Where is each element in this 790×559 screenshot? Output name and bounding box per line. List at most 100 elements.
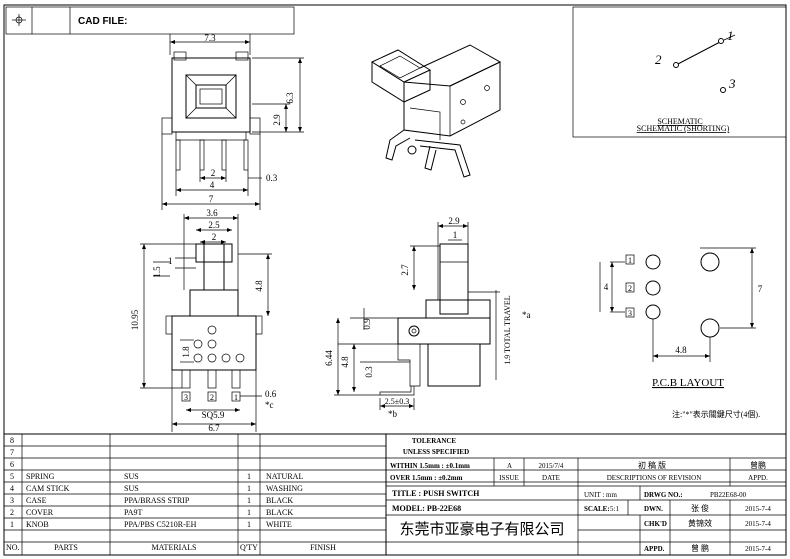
dim-side-inner: 1.8	[181, 346, 191, 358]
row-material: PA9T	[124, 508, 142, 517]
date-label: DATE	[542, 474, 560, 482]
schematic-symbol	[673, 34, 736, 93]
pcb-pin3: 3	[628, 309, 632, 318]
row-material: PPA/PBS C5210R-EH	[124, 520, 197, 529]
row-no: 1	[10, 520, 14, 529]
dwn-date: 2015-7-4	[745, 505, 771, 513]
dim-side-b: 2	[212, 232, 217, 242]
schematic-pin2: 2	[655, 52, 662, 67]
tolerance-over: OVER 1.5mm : ±0.2mm	[390, 474, 463, 482]
dim-side-left: 1.5	[152, 266, 162, 278]
drawing-no-label: DRWG NO.:	[644, 491, 683, 499]
schematic-label: SCHEMATIC	[657, 117, 702, 126]
dim-top-height: 6.3	[285, 92, 295, 104]
cad-file-label: CAD FILE:	[78, 16, 127, 27]
pcb-dim-7: 7	[758, 284, 763, 294]
title-label: TITLE : PUSH SWITCH	[392, 489, 480, 498]
dim-top-width: 7.3	[204, 33, 216, 43]
note-c: *c	[265, 400, 274, 410]
dim-front-03: 0.3	[364, 366, 374, 378]
company-name: 东莞市亚豪电子有限公司	[399, 520, 564, 538]
row-part: CASE	[26, 496, 47, 505]
row-finish: BLACK	[266, 496, 293, 505]
pcb-note: 注:"*"表示關鍵尺寸(4個).	[672, 409, 760, 419]
pcb-dim-4: 4	[604, 282, 609, 292]
side-pin1: 1	[234, 393, 238, 402]
drawing-no: PB22E68-00	[710, 491, 747, 499]
scale-label: SCALE:	[584, 505, 610, 513]
pcb-layout: 1 2 3 4 7 4.8 P.C.B LAYOUT 注:"*"表示關鍵尺寸(4…	[599, 247, 763, 419]
dim-top-total: 7	[209, 194, 214, 204]
cad-marker-icon	[12, 14, 26, 26]
chk-date: 2015-7-4	[745, 520, 771, 528]
schematic-shorting-label: SCHEMATIC (SHORTING)	[637, 124, 730, 133]
front-view: 2.9 1 2.7 1.9 TOTAL TRAVEL *a 0.9 0.3	[324, 216, 531, 419]
row-part: CAM STICK	[26, 484, 70, 493]
dim-side-r: 4.8	[254, 280, 264, 292]
dim-side-height: 10.95	[130, 309, 140, 330]
rev-letter: A	[507, 462, 512, 470]
appd-header-label: APPD.	[748, 474, 768, 482]
row-no: 5	[10, 472, 14, 481]
row-qty: 1	[247, 520, 251, 529]
row-part: COVER	[26, 508, 54, 517]
dim-top-pitch: 2	[211, 168, 216, 178]
appd-name: 曾 鹏	[691, 543, 709, 553]
dwn-label: DWN.	[644, 505, 663, 513]
dim-side-c: 1	[168, 256, 173, 266]
header-parts: PARTS	[54, 543, 78, 552]
isometric-view	[370, 44, 502, 178]
cad-header-box	[5, 6, 295, 35]
schematic-pin1: 1	[727, 28, 734, 43]
row-material: PPA/BRASS STRIP	[124, 496, 190, 505]
rev-description: 初 稿 版	[638, 460, 666, 470]
row-material: SUS	[124, 484, 139, 493]
dim-side-sq: SQ5.9	[202, 410, 225, 420]
row-qty: 1	[247, 508, 251, 517]
dim-side-pin: 0.6	[265, 389, 277, 399]
appd-label: APPD.	[644, 545, 665, 553]
row-no: 2	[10, 508, 14, 517]
dim-side-bottom: 6.7	[208, 423, 220, 433]
dim-front-09: 0.9	[362, 318, 372, 330]
model-label: MODEL: PB-22E68	[392, 504, 461, 513]
schematic-box	[572, 6, 787, 138]
top-view: 7.3 6.3 2.9 2	[161, 33, 304, 210]
chk-name: 黄锦效	[688, 518, 712, 528]
tolerance-title: TOLERANCE	[412, 437, 457, 445]
row-qty: 1	[247, 484, 251, 493]
dim-front-48: 4.8	[340, 356, 350, 368]
title-block-text: TOLERANCE UNLESS SPECIFIED WITHIN 1.5mm …	[390, 437, 771, 553]
row-finish: NATURAL	[266, 472, 303, 481]
dwn-name: 张 俊	[691, 503, 709, 513]
header-qty: Q'TY	[240, 543, 258, 552]
row-finish: BLACK	[266, 508, 293, 517]
header-finish: FINISH	[310, 543, 336, 552]
header-no: NO.	[6, 543, 20, 552]
dim-front-bend: 2.5±0.3	[385, 397, 409, 406]
row-qty: 1	[247, 472, 251, 481]
chk-label: CHK'D	[644, 520, 667, 528]
dim-side-top: 3.6	[206, 208, 218, 218]
dim-front-b: 2.7	[400, 264, 410, 276]
schematic-pin3: 3	[728, 76, 736, 91]
side-view: 3.6 2.5 2 1 1.5 4.8	[130, 208, 277, 433]
pcb-title: P.C.B LAYOUT	[652, 377, 724, 389]
row-finish: WASHING	[266, 484, 303, 493]
row-no: 4	[10, 484, 14, 493]
row-part: SPRING	[26, 472, 55, 481]
parts-table-text: 8 7 6 5 4 3 2 1 SPRING CAM STICK CASE CO…	[6, 436, 336, 552]
pcb-pin1: 1	[628, 256, 632, 265]
dim-top-pin-width: 0.3	[266, 173, 278, 183]
note-a: *a	[522, 310, 531, 320]
dim-front-top: 2.9	[448, 216, 460, 226]
appd-date: 2015-7-4	[745, 545, 771, 553]
pcb-pin2: 2	[628, 284, 632, 293]
row-finish: WHITE	[266, 520, 292, 529]
row-no: 8	[10, 436, 14, 445]
scale-value: 5:1	[610, 505, 619, 513]
tolerance-sub: UNLESS SPECIFIED	[403, 448, 469, 456]
note-b: *b	[388, 409, 398, 419]
sheet-border	[3, 4, 787, 556]
